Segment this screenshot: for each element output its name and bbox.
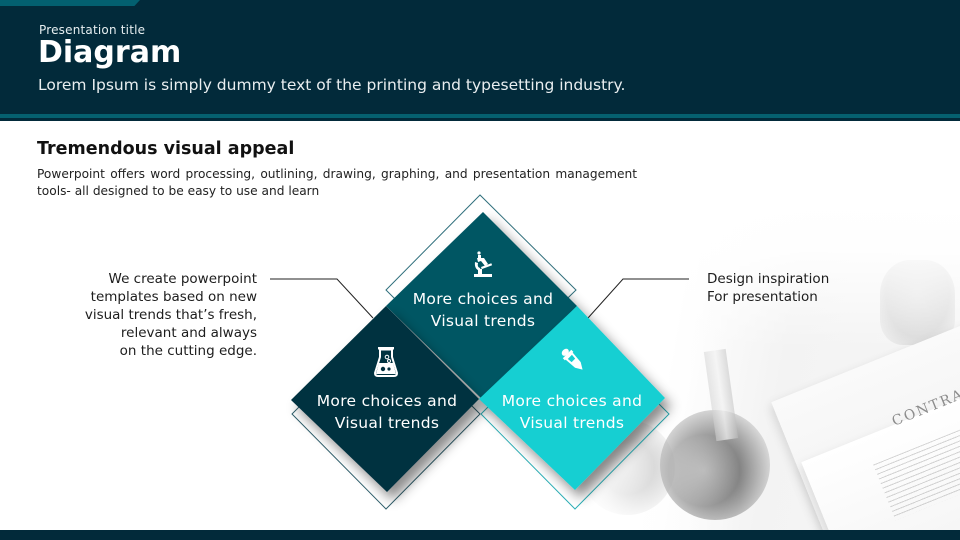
- left-diamond-label: More choices and Visual trends: [302, 390, 472, 434]
- right-diamond-label-line1: More choices and: [501, 392, 643, 410]
- left-diamond-label-line2: Visual trends: [334, 414, 440, 432]
- section-heading: Tremendous visual appeal: [37, 139, 295, 159]
- right-callout-text: Design inspiration For presentation: [707, 270, 829, 306]
- presentation-title: Presentation title: [39, 23, 146, 37]
- left-callout-line: templates based on new: [90, 289, 257, 305]
- right-callout-line: Design inspiration: [707, 271, 830, 287]
- left-callout-line: on the cutting edge.: [119, 343, 257, 359]
- left-callout-line: relevant and always: [120, 325, 257, 341]
- slide-title: Diagram: [38, 35, 182, 70]
- top-diamond-label-line1: More choices and: [412, 290, 554, 308]
- flask-icon: [373, 347, 399, 377]
- slide-header: Presentation title Diagram Lorem Ipsum i…: [0, 0, 960, 114]
- right-connector-line: [587, 278, 689, 319]
- slide-subtitle: Lorem Ipsum is simply dummy text of the …: [38, 76, 626, 94]
- microscope-icon: [474, 251, 493, 277]
- left-callout-text: We create powerpoint templates based on …: [60, 270, 257, 360]
- top-diamond-label-line2: Visual trends: [430, 312, 536, 330]
- pipette-icon: [561, 348, 583, 370]
- header-accent-line: [0, 114, 960, 118]
- left-connector-line: [270, 278, 374, 319]
- left-callout-line: visual trends that’s fresh,: [84, 307, 257, 323]
- slide-footer-bar: [0, 530, 960, 540]
- header-accent-tab: [0, 0, 140, 6]
- right-callout-line: For presentation: [707, 289, 818, 305]
- top-diamond-label: More choices and Visual trends: [398, 288, 568, 332]
- header-divider: [0, 118, 960, 121]
- section-body: Powerpoint offers word processing, outli…: [37, 167, 637, 198]
- left-callout-line: We create powerpoint: [108, 271, 257, 287]
- right-diamond: [479, 306, 665, 490]
- right-diamond-label-line2: Visual trends: [519, 414, 625, 432]
- left-diamond: [291, 306, 479, 492]
- right-diamond-label: More choices and Visual trends: [487, 390, 657, 434]
- left-diamond-label-line1: More choices and: [316, 392, 458, 410]
